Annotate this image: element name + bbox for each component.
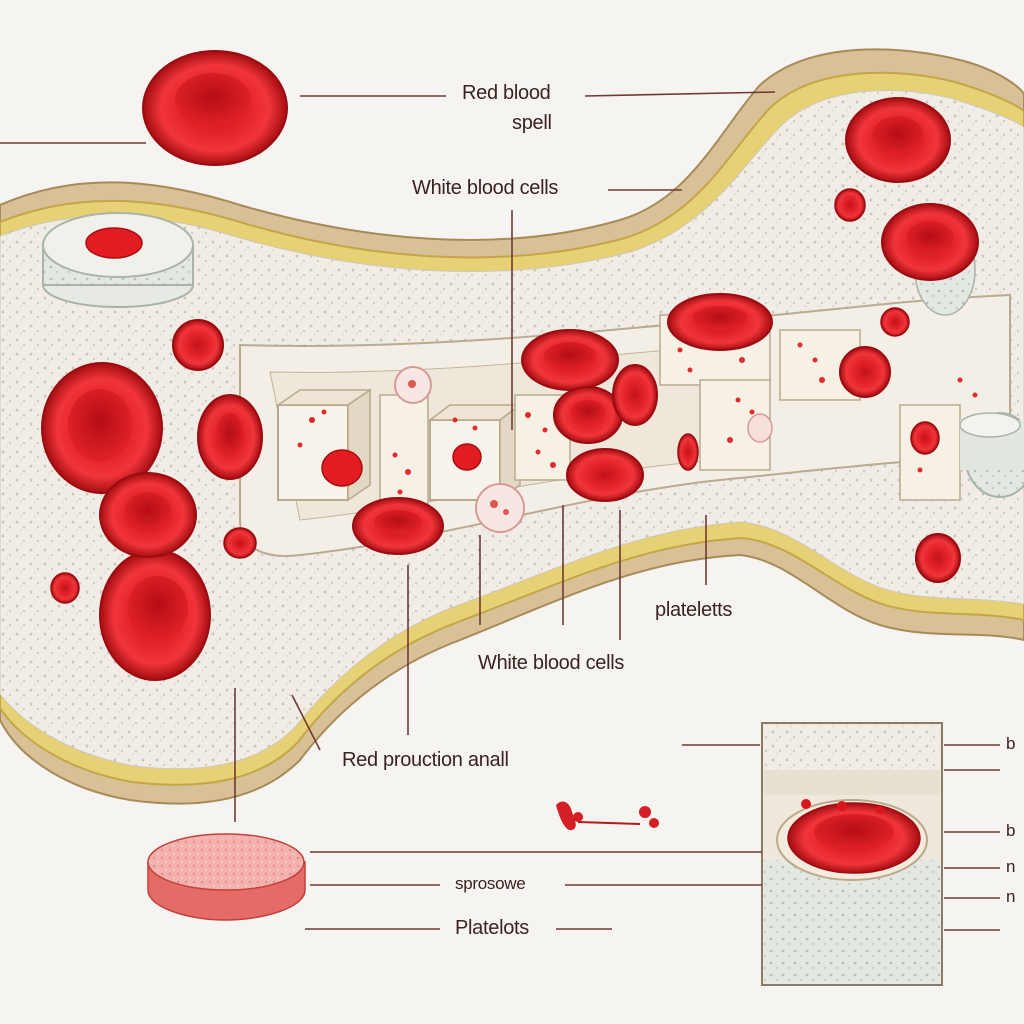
label-spell: spell bbox=[512, 112, 552, 134]
red-blood-cells bbox=[41, 50, 979, 681]
red-blood-cell bbox=[881, 203, 979, 281]
red-blood-cell bbox=[677, 433, 699, 471]
cell-nucleus bbox=[321, 449, 363, 487]
pink-marrow-sample bbox=[147, 833, 306, 921]
label-plateletts: plateletts bbox=[655, 599, 733, 621]
red-blood-cell bbox=[839, 346, 891, 398]
red-blood-cell bbox=[41, 362, 163, 494]
red-blood-cell bbox=[915, 533, 961, 583]
platelet-chain bbox=[556, 801, 659, 831]
platelet-specks bbox=[297, 342, 978, 495]
red-blood-cell bbox=[880, 307, 910, 337]
cell-nucleus bbox=[452, 443, 482, 471]
red-blood-cell-legend bbox=[142, 50, 288, 166]
inset-label: n bbox=[1006, 858, 1016, 875]
inset-cross-section bbox=[761, 722, 943, 986]
red-blood-cell bbox=[172, 319, 224, 371]
red-blood-cell bbox=[667, 293, 773, 351]
inset-label: b bbox=[1006, 735, 1016, 752]
label-red-production: Red prouction anall bbox=[342, 749, 509, 771]
red-blood-cell bbox=[566, 448, 644, 502]
inset-label: n bbox=[1006, 888, 1016, 905]
leader-lines bbox=[0, 91, 1000, 931]
red-blood-cell bbox=[910, 421, 940, 455]
label-red-blood: Red blood bbox=[462, 82, 551, 104]
label-platelots: Platelots bbox=[455, 917, 530, 939]
red-blood-cell bbox=[521, 329, 619, 391]
red-blood-cell bbox=[834, 188, 866, 222]
white-blood-cells bbox=[394, 366, 773, 533]
red-blood-cell bbox=[99, 549, 211, 681]
red-blood-cell bbox=[197, 394, 263, 480]
red-blood-cell bbox=[50, 572, 80, 604]
label-sprosowe: sprosowe bbox=[455, 874, 526, 893]
label-white-blood-cells-mid: White blood cells bbox=[478, 652, 625, 674]
red-blood-cell bbox=[553, 386, 623, 444]
red-blood-cell bbox=[352, 497, 444, 555]
red-blood-cell bbox=[99, 472, 197, 558]
inset-label: b bbox=[1006, 822, 1016, 839]
label-white-blood-cells-top: White blood cells bbox=[412, 177, 559, 199]
red-blood-cell bbox=[845, 97, 951, 183]
red-blood-cell bbox=[223, 527, 257, 559]
red-blood-cell bbox=[612, 364, 658, 426]
